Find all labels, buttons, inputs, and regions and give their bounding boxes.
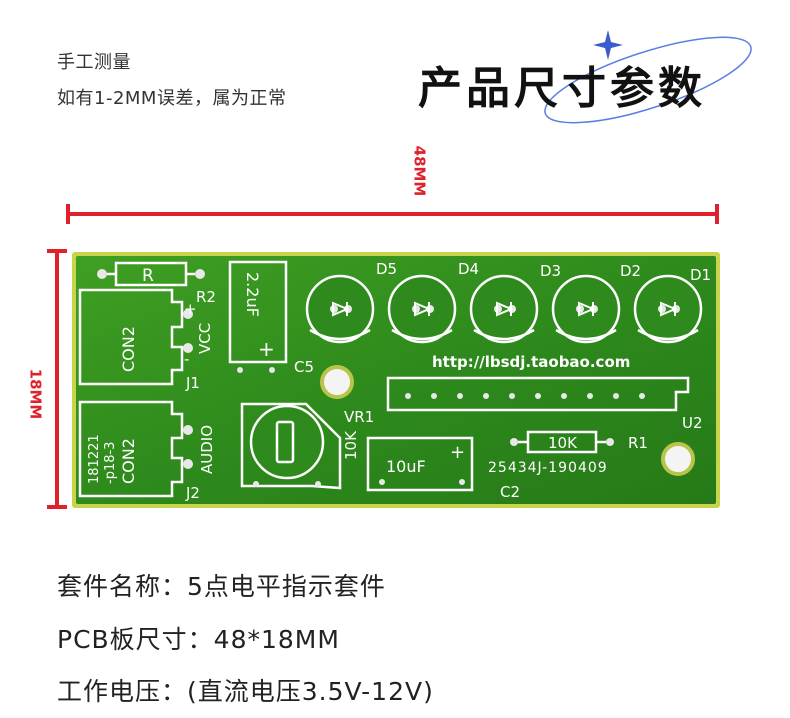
working-voltage: 工作电压：(直流电压3.5V-12V)	[57, 677, 434, 706]
j1-label: J1	[185, 374, 200, 392]
capacitor-c5-value: 2.2uF	[243, 272, 262, 317]
j2-sub-code: -p18-3	[103, 442, 118, 484]
vr1-value: 10K	[342, 430, 360, 460]
connector-j1	[78, 288, 184, 386]
led-d2-label: D2	[620, 262, 641, 280]
audio-label: AUDIO	[198, 425, 216, 474]
r2-label: R2	[196, 288, 216, 306]
connector-j2	[78, 400, 184, 498]
j2-label: J2	[185, 484, 200, 502]
capacitor-c2	[366, 436, 474, 492]
resistor-r1-value: 10K	[548, 434, 578, 452]
capacitor-c2-value: 10uF	[386, 457, 426, 476]
resistor-r1	[510, 430, 614, 454]
j1-minus: -	[184, 350, 189, 368]
header-u2	[386, 376, 690, 412]
led-d1	[633, 274, 703, 344]
j2-pad-2	[183, 459, 193, 469]
mounting-hole-top	[320, 365, 354, 399]
led-d2	[551, 274, 621, 344]
j1-pad-1	[183, 309, 193, 319]
led-d1-label: D1	[690, 266, 711, 284]
capacitor-c5-label: C5	[294, 358, 314, 376]
capacitor-c5	[228, 260, 288, 364]
led-d3	[469, 274, 539, 344]
pcb-board: R R2 2.2uF + C5 CON2 VCC + - J1 181221 -…	[72, 252, 720, 508]
capacitor-c2-plus: +	[450, 442, 465, 463]
kit-name: 套件名称：5点电平指示套件	[57, 572, 386, 601]
connector-j1-label: CON2	[119, 326, 138, 372]
width-dimension-line	[68, 212, 718, 216]
connector-j2-label: CON2	[119, 438, 138, 484]
width-dimension-label: 48MM	[410, 145, 429, 197]
page-title: 产品尺寸参数	[418, 63, 706, 114]
led-d4	[387, 274, 457, 344]
j1-pad-2	[183, 343, 193, 353]
led-d4-label: D4	[458, 260, 479, 278]
u2-label: U2	[682, 414, 703, 432]
resistor-r2-value: R	[142, 266, 154, 286]
led-d5-label: D5	[376, 260, 397, 278]
height-dimension-cap-bottom	[47, 505, 67, 509]
pcb-size: PCB板尺寸：48*18MM	[57, 625, 340, 654]
led-d3-label: D3	[540, 262, 561, 280]
r1-label: R1	[628, 434, 648, 452]
board-serial: 25434J-190409	[488, 460, 608, 476]
led-array	[305, 274, 703, 344]
width-dimension-cap-right	[715, 204, 719, 224]
height-dimension-line	[55, 250, 59, 508]
tolerance-note: 如有1-2MM误差，属为正常	[57, 88, 287, 109]
resistor-r2	[97, 261, 205, 287]
orbit-decoration	[544, 30, 752, 124]
j2-code: 181221	[87, 434, 102, 484]
j2-pad-1	[183, 425, 193, 435]
silkscreen-url: http://lbsdj.taobao.com	[432, 353, 630, 371]
measure-note: 手工测量	[57, 52, 131, 73]
potentiometer-vr1	[240, 402, 342, 490]
capacitor-c5-plus: +	[258, 337, 275, 361]
height-dimension-label: 18MM	[26, 368, 45, 420]
vr1-label: VR1	[344, 408, 374, 426]
j1-plus: +	[184, 300, 197, 318]
led-d5	[305, 274, 375, 344]
vcc-label: VCC	[196, 323, 214, 354]
mounting-hole-bottom	[661, 442, 695, 476]
capacitor-c2-label: C2	[500, 483, 520, 501]
